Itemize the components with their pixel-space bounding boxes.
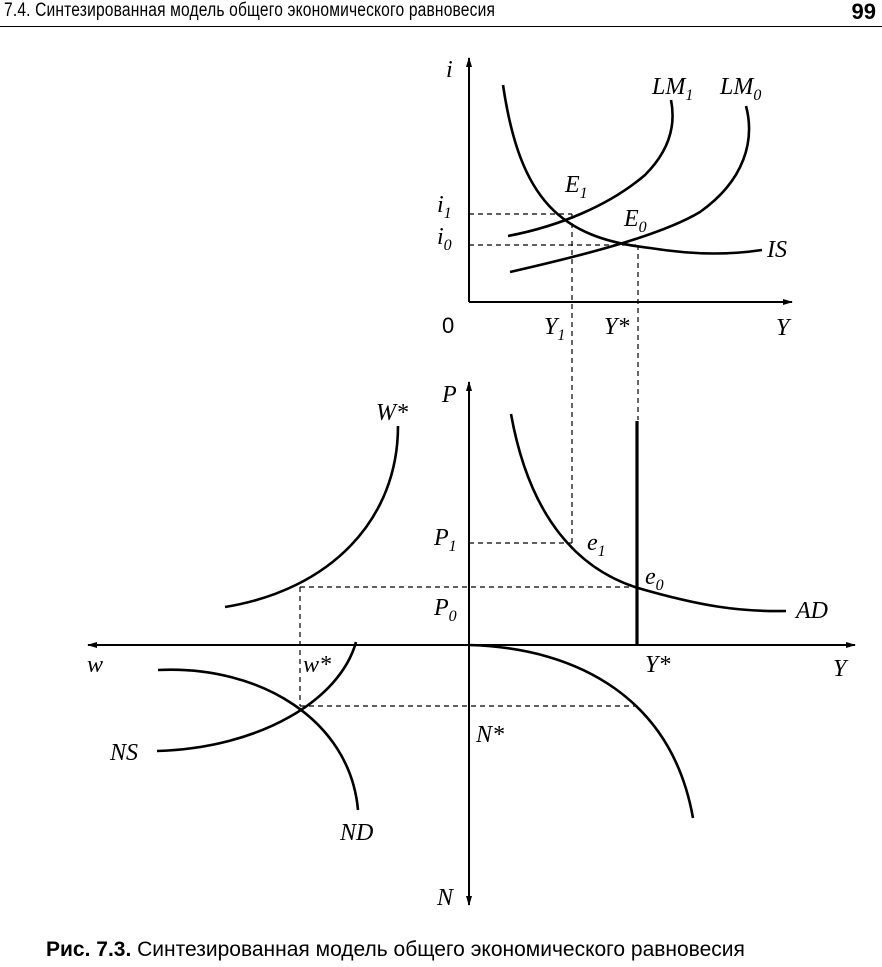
upper-panel: i 0 Y LM1 LM0 IS E1 E0 i1 i0 Y1 Y* (437, 57, 793, 548)
ns-curve (156, 641, 358, 753)
page-header: 7.4. Синтезированная модель общего эконо… (0, 0, 882, 27)
p0-tick-label: P0 (433, 595, 457, 625)
w-axis-label: w (87, 652, 103, 678)
p1-tick-label: P1 (433, 525, 457, 555)
upper-y-axis-label: Y (776, 315, 792, 341)
production-curve (468, 643, 695, 819)
n-axis-label: N (436, 885, 455, 911)
p-axis-label: P (441, 382, 457, 408)
i1-tick-label: i1 (437, 192, 452, 222)
nstar-tick-label: N* (475, 722, 504, 748)
caption-text: Синтезированная модель общего экономичес… (137, 938, 745, 961)
lm1-label: LM1 (651, 74, 693, 104)
e0-small-label: e0 (645, 564, 664, 594)
i-axis-label: i (446, 57, 453, 83)
wstar-curve-label: W* (376, 400, 408, 426)
origin-label: 0 (442, 313, 454, 338)
e1-label: E1 (564, 172, 588, 202)
ad-label: AD (794, 598, 828, 624)
e0-label: E0 (623, 206, 647, 236)
y1-tick-label: Y1 (544, 314, 565, 344)
nd-curve (157, 668, 360, 811)
ns-label: NS (109, 740, 138, 766)
figure-caption: Рис. 7.3. Синтезированная модель общего … (46, 938, 745, 962)
ad-curve (509, 413, 787, 613)
ystar-lower-tick-label: Y* (645, 652, 670, 678)
header-title: 7.4. Синтезированная модель общего эконо… (4, 0, 496, 21)
ystar-upper-tick-label: Y* (604, 314, 629, 340)
lm0-curve (509, 105, 751, 274)
i0-tick-label: i0 (437, 224, 452, 254)
nd-label: ND (339, 820, 373, 846)
e1-small-label: e1 (587, 530, 606, 560)
lm0-label: LM0 (719, 74, 761, 104)
wstar-tick-label: w* (303, 652, 331, 678)
wstar-curve (224, 425, 400, 609)
caption-label: Рис. 7.3. (46, 938, 132, 961)
lower-y-axis-label: Y (833, 656, 849, 682)
lower-panel: P N w Y W* AD NS ND e1 e0 P1 P0 w* Y* N* (87, 381, 856, 911)
page-number: 99 (851, 0, 876, 24)
is-label: IS (766, 237, 787, 263)
lm1-curve (507, 99, 674, 238)
